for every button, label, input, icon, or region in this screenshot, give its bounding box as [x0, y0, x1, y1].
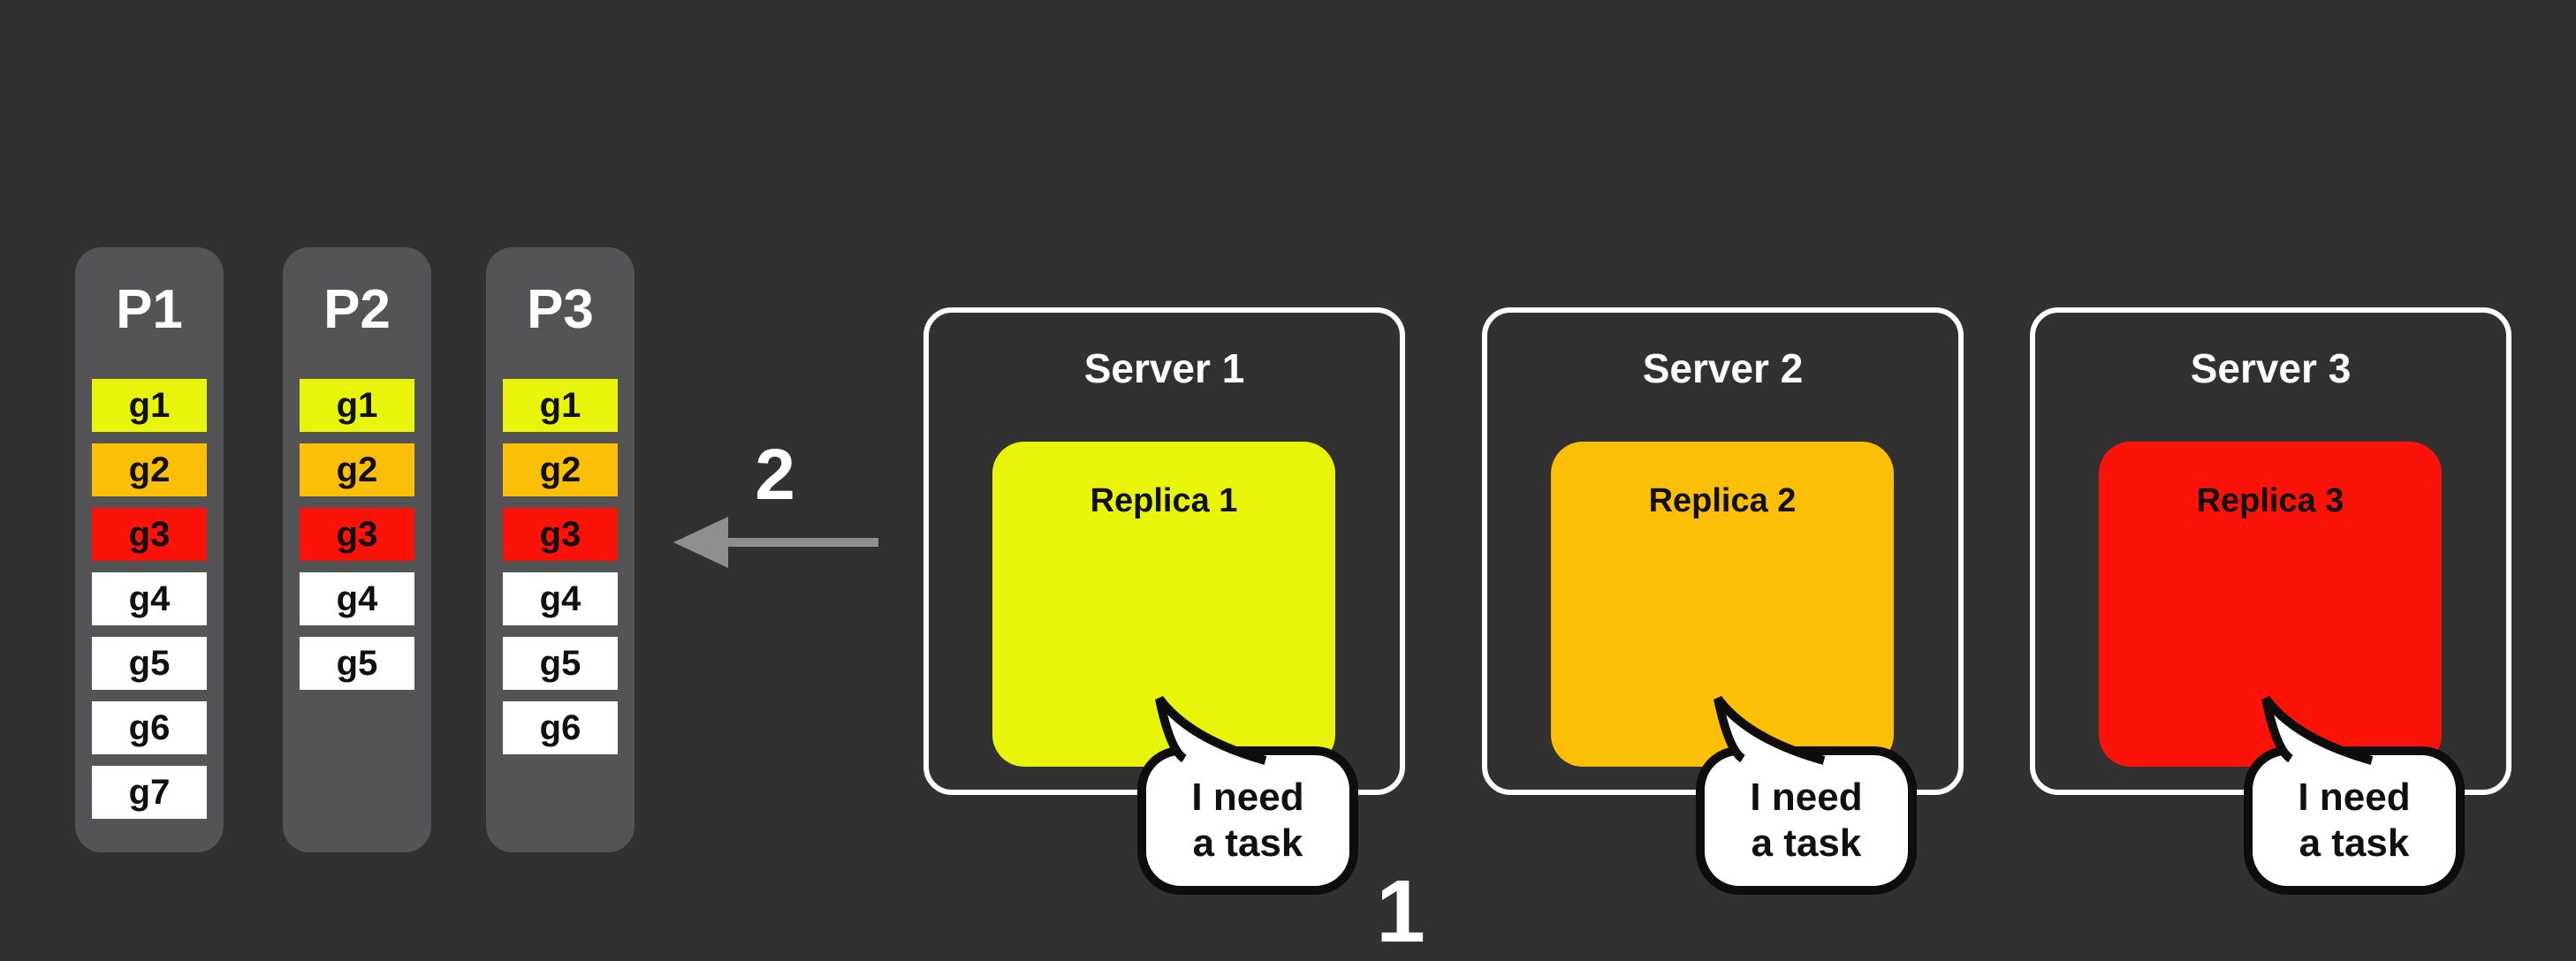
- server-title: Server 1: [1083, 345, 1245, 391]
- bubble-line-1: I need: [2298, 776, 2411, 819]
- speech-bubble: [2244, 695, 2465, 895]
- bubble-tail: [1155, 695, 1267, 765]
- server-group-1: Server 1 Replica 1 I need a task: [923, 307, 1405, 936]
- task-chip: g3: [92, 508, 207, 561]
- task-chip: g4: [503, 572, 618, 625]
- task-chip: g5: [92, 637, 207, 690]
- arrow-head: [673, 517, 728, 568]
- task-chip: g1: [300, 379, 414, 432]
- server-group-3: Server 3 Replica 3 I need a task: [2030, 307, 2511, 936]
- task-list: g1 g2 g3 g4 g5: [283, 371, 431, 690]
- task-list: g1 g2 g3 g4 g5 g6: [486, 371, 635, 754]
- task-chip: g6: [503, 701, 618, 754]
- replica-label: Replica 3: [2196, 482, 2344, 519]
- task-chip: g4: [92, 572, 207, 625]
- replica-label: Replica 1: [1090, 482, 1238, 519]
- partition-column-p1: P1 g1 g2 g3 g4 g5 g6 g7: [75, 247, 224, 852]
- task-chip: g2: [300, 443, 414, 496]
- task-chip: g1: [92, 379, 207, 432]
- server-title: Server 3: [2190, 345, 2352, 391]
- task-chip: g2: [92, 443, 207, 496]
- partition-column-p3: P3 g1 g2 g3 g4 g5 g6: [486, 247, 635, 852]
- task-chip: g2: [503, 443, 618, 496]
- arrow-shaft: [723, 538, 878, 547]
- speech-bubble: [1696, 695, 1917, 895]
- step-2-label: 2: [755, 435, 795, 515]
- bubble-text: I need a task: [1137, 746, 1358, 895]
- task-chip: g7: [92, 766, 207, 819]
- server-title: Server 2: [1642, 345, 1804, 391]
- bubble-tail: [1714, 695, 1826, 765]
- partition-title: P1: [116, 278, 183, 340]
- bubble-line-2: a task: [2299, 821, 2410, 865]
- assign-arrow-icon: [673, 517, 878, 568]
- bubble-line-2: a task: [1192, 821, 1303, 865]
- bubble-text: I need a task: [2244, 746, 2465, 895]
- partition-title: P2: [323, 278, 391, 340]
- task-chip: g6: [92, 701, 207, 754]
- task-chip: g3: [503, 508, 618, 561]
- task-chip: g5: [503, 637, 618, 690]
- task-chip: g5: [300, 637, 414, 690]
- replica-label: Replica 2: [1648, 482, 1797, 519]
- speech-bubble: [1137, 695, 1358, 895]
- bubble-line-1: I need: [1750, 776, 1863, 819]
- server-group-2: Server 2 Replica 2 I need a task: [1482, 307, 1964, 936]
- task-chip: g3: [300, 508, 414, 561]
- partition-title: P3: [527, 278, 594, 340]
- bubble-text: I need a task: [1696, 746, 1917, 895]
- task-list: g1 g2 g3 g4 g5 g6 g7: [75, 371, 224, 819]
- partition-column-p2: P2 g1 g2 g3 g4 g5: [283, 247, 431, 852]
- bubble-line-1: I need: [1191, 776, 1304, 819]
- task-chip: g1: [503, 379, 618, 432]
- bubble-tail: [2261, 695, 2374, 765]
- bubble-line-2: a task: [1751, 821, 1862, 865]
- task-chip: g4: [300, 572, 414, 625]
